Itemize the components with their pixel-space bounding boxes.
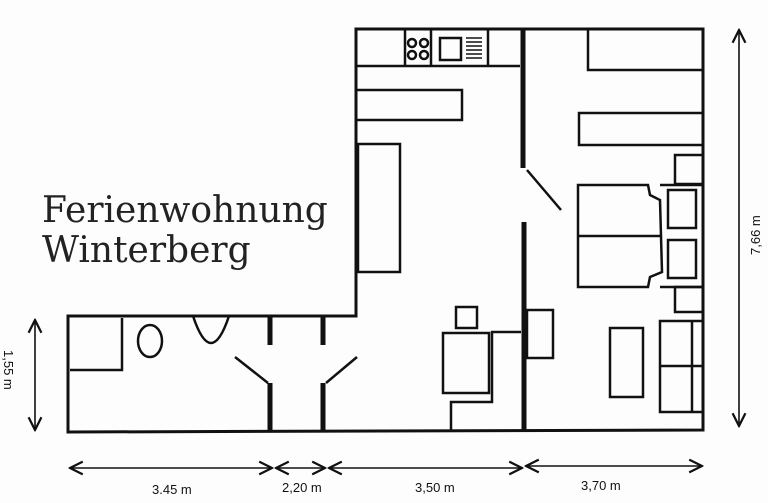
desk — [608, 326, 645, 399]
shower — [70, 318, 124, 372]
sink-basin-icon — [191, 315, 231, 345]
dimension-label-total-height: 7,66 m — [748, 215, 763, 255]
wardrobe — [586, 27, 705, 72]
shelf — [577, 111, 705, 147]
outer-walls — [66, 27, 705, 434]
sofa — [356, 142, 402, 274]
double-bed — [576, 183, 703, 289]
sink-icon — [438, 36, 463, 62]
table — [354, 88, 464, 122]
armchair — [441, 331, 491, 395]
chair — [454, 305, 479, 330]
dresser — [525, 308, 555, 360]
dimension-label-living: 3,50 m — [415, 480, 455, 495]
drainboard-icon — [466, 37, 482, 59]
nightstand-bottom — [673, 285, 705, 314]
nightstand-top — [673, 153, 705, 186]
bunk-shelf — [658, 319, 705, 414]
dimension-label-bedroom: 3,70 m — [581, 478, 621, 493]
cabinet — [449, 330, 521, 430]
dimension-label-hall: 2,20 m — [282, 480, 322, 495]
dimension-label-bath: 3.45 m — [152, 482, 192, 497]
title-line-2: Winterberg — [42, 230, 251, 271]
door-swing-right — [325, 356, 358, 384]
title-line-1: Ferienwohnung — [42, 190, 328, 231]
door-swing — [526, 169, 562, 211]
door-swing-left — [234, 356, 269, 384]
kitchen-counter — [356, 29, 520, 68]
toilet-icon — [136, 323, 164, 359]
dimension-label-lower-height: 1,55 m — [1, 350, 16, 390]
stove-icon — [406, 29, 433, 66]
